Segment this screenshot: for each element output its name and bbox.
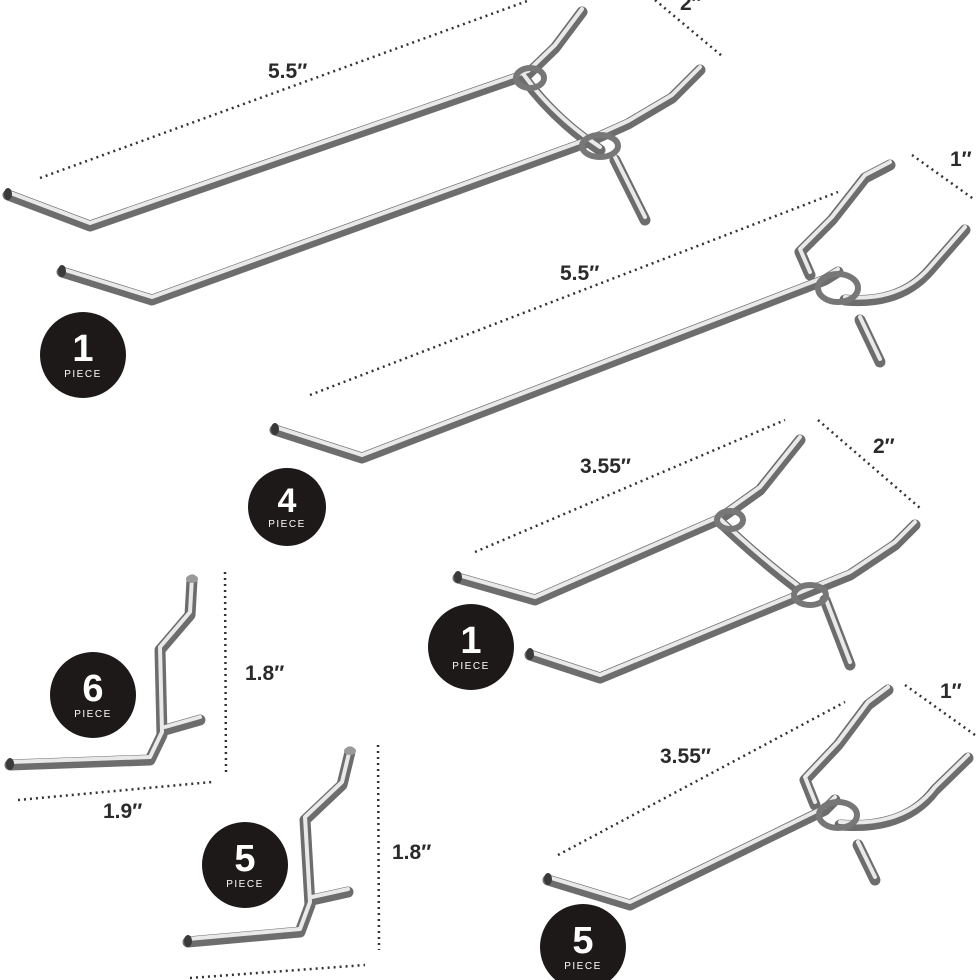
dimension-lines-hook4: [17, 571, 228, 802]
dimension-lines-hook2: [309, 153, 976, 397]
piece-count-badge: 5 PIECE: [540, 904, 626, 980]
dimension-label: 3.55″: [580, 455, 631, 478]
single-hook-large: [269, 159, 971, 464]
piece-label: PIECE: [268, 519, 306, 530]
double-hook-medium: [452, 434, 921, 684]
piece-count: 6: [82, 668, 104, 710]
piece-label: PIECE: [564, 961, 602, 972]
piece-count-badge: 1 PIECE: [40, 312, 126, 398]
piece-count: 5: [234, 838, 256, 880]
dimension-label: 5.5″: [268, 60, 308, 83]
single-hook-medium: [542, 684, 974, 911]
dimension-label: 5.5″: [560, 262, 600, 285]
dimension-lines-hook5: [189, 744, 381, 980]
dimension-lines-hook3: [474, 418, 921, 554]
piece-count: 5: [572, 920, 594, 962]
double-hook-large: [2, 6, 706, 306]
dimension-label: 3.55″: [660, 745, 711, 768]
piece-label: PIECE: [226, 879, 264, 890]
piece-label: PIECE: [452, 661, 490, 672]
dimension-lines-hook6: [557, 683, 976, 857]
l-hook-five: [182, 746, 356, 948]
dimension-lines-hook1: [39, 0, 723, 180]
piece-count: 4: [277, 482, 297, 520]
piece-count: 1: [72, 328, 94, 370]
dimension-label: 1.8″: [392, 841, 432, 864]
dimension-label: 1″: [950, 148, 972, 171]
l-hook-six: [4, 574, 206, 771]
piece-count-badge: 6 PIECE: [50, 652, 136, 738]
dimension-label: 1.8″: [245, 662, 285, 685]
dimension-label: 2″: [873, 435, 895, 458]
piece-count-badge: 4 PIECE: [248, 468, 326, 546]
piece-count-badge: 5 PIECE: [202, 822, 288, 908]
piece-count: 1: [460, 620, 482, 662]
piece-count-badge: 1 PIECE: [428, 604, 514, 690]
dimension-label: 2″: [680, 0, 702, 15]
piece-label: PIECE: [64, 369, 102, 380]
dimension-label: 1.9″: [103, 800, 143, 823]
piece-label: PIECE: [74, 709, 112, 720]
dimension-label: 1″: [940, 680, 962, 703]
